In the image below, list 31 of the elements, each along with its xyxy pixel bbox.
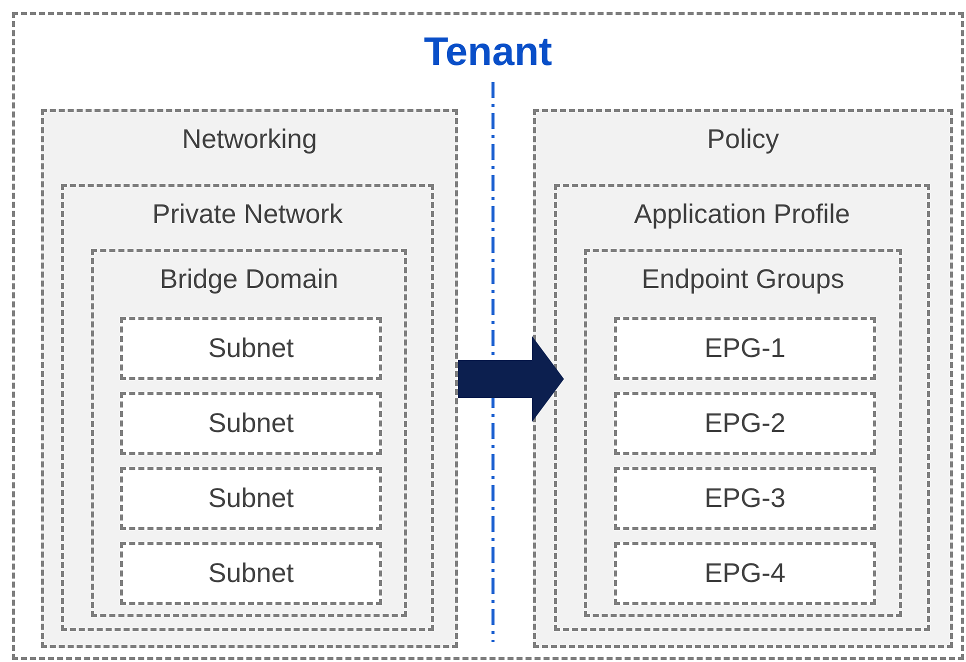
item-label: Subnet xyxy=(208,408,294,439)
group-heading: Private Network xyxy=(152,199,343,230)
item-box xyxy=(120,317,382,380)
group-heading: Application Profile xyxy=(634,199,850,230)
item-label: Subnet xyxy=(208,333,294,364)
group-box xyxy=(554,184,930,631)
item-label: EPG-1 xyxy=(704,333,786,364)
group-box xyxy=(533,109,953,648)
group-box xyxy=(584,249,902,617)
item-box xyxy=(614,317,876,380)
item-label: EPG-4 xyxy=(704,558,786,589)
tenant-box xyxy=(12,12,964,660)
arrow xyxy=(458,336,564,422)
item-box xyxy=(120,392,382,455)
group-box xyxy=(41,109,458,648)
item-box xyxy=(614,392,876,455)
item-box xyxy=(614,542,876,605)
group-heading: Policy xyxy=(706,124,780,155)
item-label: Subnet xyxy=(208,483,294,514)
group-box xyxy=(61,184,434,631)
item-box xyxy=(120,467,382,530)
item-box xyxy=(614,467,876,530)
group-heading: Bridge Domain xyxy=(160,264,338,295)
group-box xyxy=(91,249,407,617)
group-heading: Endpoint Groups xyxy=(642,264,844,295)
item-label: EPG-3 xyxy=(704,483,786,514)
item-label: Subnet xyxy=(208,558,294,589)
item-label: EPG-2 xyxy=(704,408,786,439)
item-box xyxy=(120,542,382,605)
tenant-heading: Tenant xyxy=(424,30,552,75)
group-heading: Networking xyxy=(182,124,318,155)
